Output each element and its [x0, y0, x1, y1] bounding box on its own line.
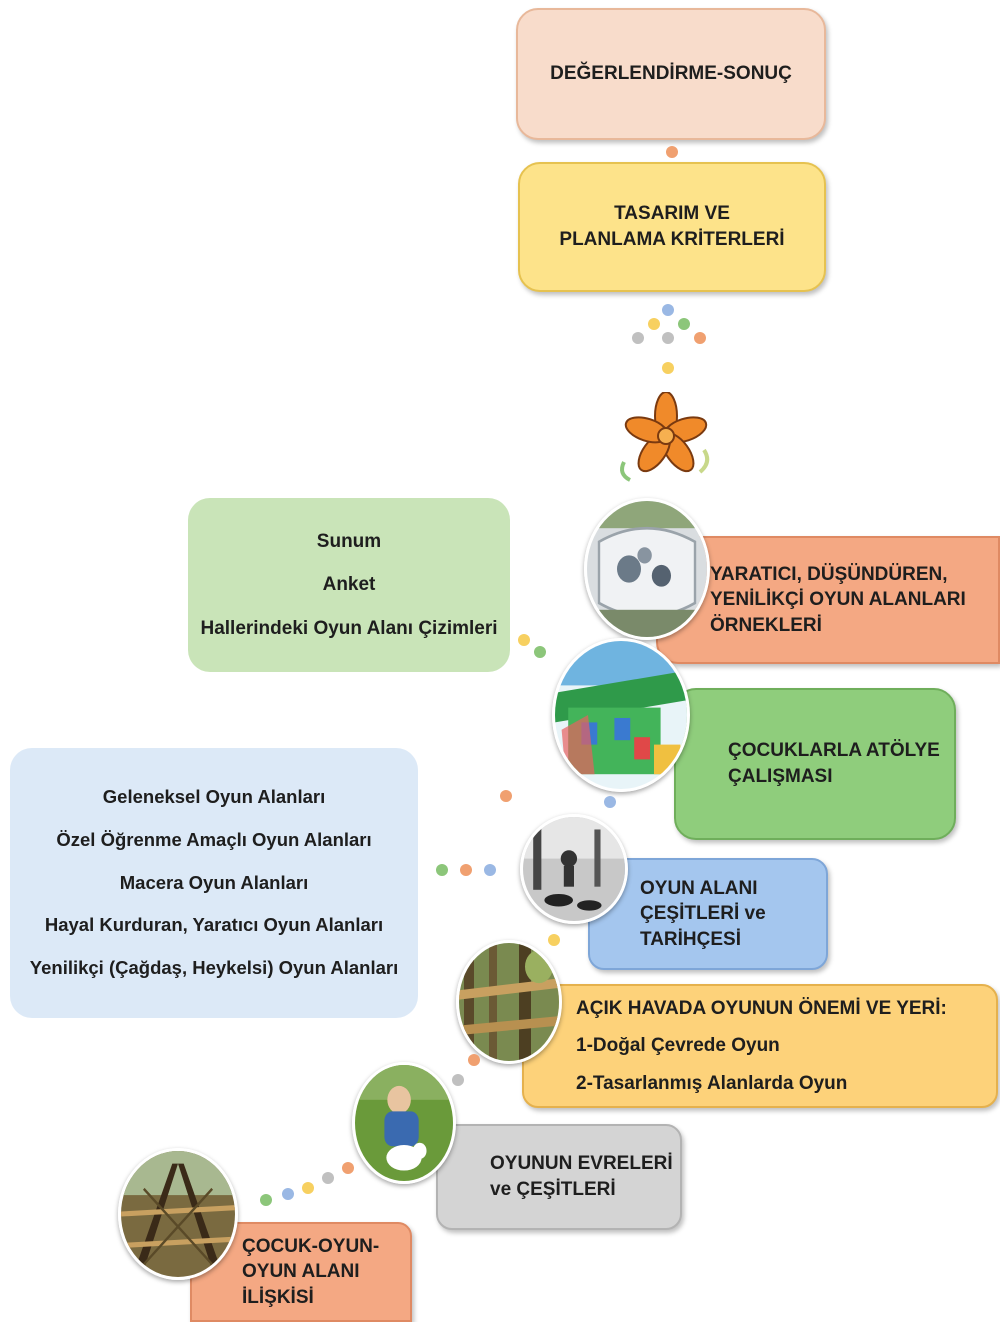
photo-nature-play	[456, 940, 562, 1064]
connector-dot	[662, 304, 674, 316]
evaluation-label: DEĞERLENDİRME-SONUÇ	[550, 63, 792, 85]
stages-label-line1: OYUNUN EVRELERİ	[490, 1153, 673, 1175]
connector-dot	[282, 1188, 294, 1200]
workshop-items-box: Sunum Anket Hallerindeki Oyun Alanı Çizi…	[188, 498, 510, 672]
connector-dot	[662, 332, 674, 344]
evaluation-conclusion-box: DEĞERLENDİRME-SONUÇ	[516, 8, 826, 140]
workshop-item: Sunum	[316, 530, 382, 552]
outdoor-label-line3: 2-Tasarlanmış Alanlarda Oyun	[576, 1072, 848, 1094]
children-workshop-box: ÇOCUKLARLA ATÖLYE ÇALIŞMASI	[674, 688, 956, 840]
connector-dot	[604, 796, 616, 808]
connector-dot	[648, 318, 660, 330]
workshop-label-line2: ÇALIŞMASI	[728, 766, 833, 787]
connector-dot	[342, 1162, 354, 1174]
connector-dot	[662, 362, 674, 374]
connector-dot	[632, 332, 644, 344]
connector-dot	[666, 146, 678, 158]
outdoor-label-line1: AÇIK HAVADA OYUNUN ÖNEMİ VE YERİ:	[576, 998, 947, 1020]
types-label-line1: OYUN ALANI	[640, 877, 758, 899]
workshop-item: Hallerindeki Oyun Alanı Çizimleri	[200, 617, 498, 639]
workshop-item: Anket	[322, 574, 376, 596]
playground-type-item: Özel Öğrenme Amaçlı Oyun Alanları	[56, 828, 372, 850]
play-stages-box: OYUNUN EVRELERİ ve ÇEŞİTLERİ	[436, 1124, 682, 1230]
connector-dot	[468, 1054, 480, 1066]
playground-type-item: Macera Oyun Alanları	[119, 871, 309, 893]
photo-creative-playground	[584, 498, 710, 640]
examples-label-line2: YENİLİKÇİ OYUN ALANLARI	[710, 589, 966, 611]
relation-label-line1: ÇOCUK-OYUN-	[242, 1235, 380, 1257]
examples-label-line3: ÖRNEKLERİ	[710, 614, 822, 636]
connector-dot	[460, 864, 472, 876]
playground-types-box: Geleneksel Oyun Alanları Özel Öğrenme Am…	[10, 748, 418, 1018]
creative-playgrounds-examples-box: YARATICI, DÜŞÜNDÜREN, YENİLİKÇİ OYUN ALA…	[656, 536, 1000, 664]
connector-dot	[302, 1182, 314, 1194]
design-label-line2: PLANLAMA KRİTERLERİ	[559, 229, 785, 250]
connector-dot	[548, 934, 560, 946]
connector-dot	[678, 318, 690, 330]
connector-dot	[436, 864, 448, 876]
playground-type-item: Hayal Kurduran, Yaratıcı Oyun Alanları	[44, 914, 384, 936]
connector-dot	[694, 332, 706, 344]
design-label-line1: TASARIM VE	[614, 203, 730, 225]
types-label-line3: TARİHÇESİ	[640, 928, 741, 950]
photo-children-drawing	[552, 638, 690, 792]
connector-dot	[500, 790, 512, 802]
types-label-line2: ÇEŞİTLERİ ve	[640, 903, 766, 925]
design-criteria-box: TASARIM VE PLANLAMA KRİTERLERİ	[518, 162, 826, 292]
connector-dot	[322, 1172, 334, 1184]
connector-dot	[452, 1074, 464, 1086]
playground-type-item: Geleneksel Oyun Alanları	[102, 785, 326, 807]
connector-dot	[260, 1194, 272, 1206]
workshop-label-line1: ÇOCUKLARLA ATÖLYE	[728, 740, 940, 762]
examples-label-line1: YARATICI, DÜŞÜNDÜREN,	[710, 563, 948, 585]
relation-label-line3: İLİŞKİSİ	[242, 1286, 314, 1308]
connector-dot	[534, 646, 546, 658]
stages-label-line2: ve ÇEŞİTLERİ	[490, 1179, 616, 1200]
photo-child-with-rabbit	[352, 1062, 456, 1184]
relation-label-line2: OYUN ALANI	[242, 1261, 360, 1283]
connector-dot	[484, 864, 496, 876]
photo-historic-playground	[520, 814, 628, 924]
photo-climbing-structure	[118, 1148, 238, 1280]
playground-type-item: Yenilikçi (Çağdaş, Heykelsi) Oyun Alanla…	[29, 957, 399, 979]
connector-dot	[518, 634, 530, 646]
outdoor-label-line2: 1-Doğal Çevrede Oyun	[576, 1035, 780, 1057]
flower-icon	[614, 391, 714, 484]
outdoor-play-importance-box: AÇIK HAVADA OYUNUN ÖNEMİ VE YERİ: 1-Doğa…	[522, 984, 998, 1108]
